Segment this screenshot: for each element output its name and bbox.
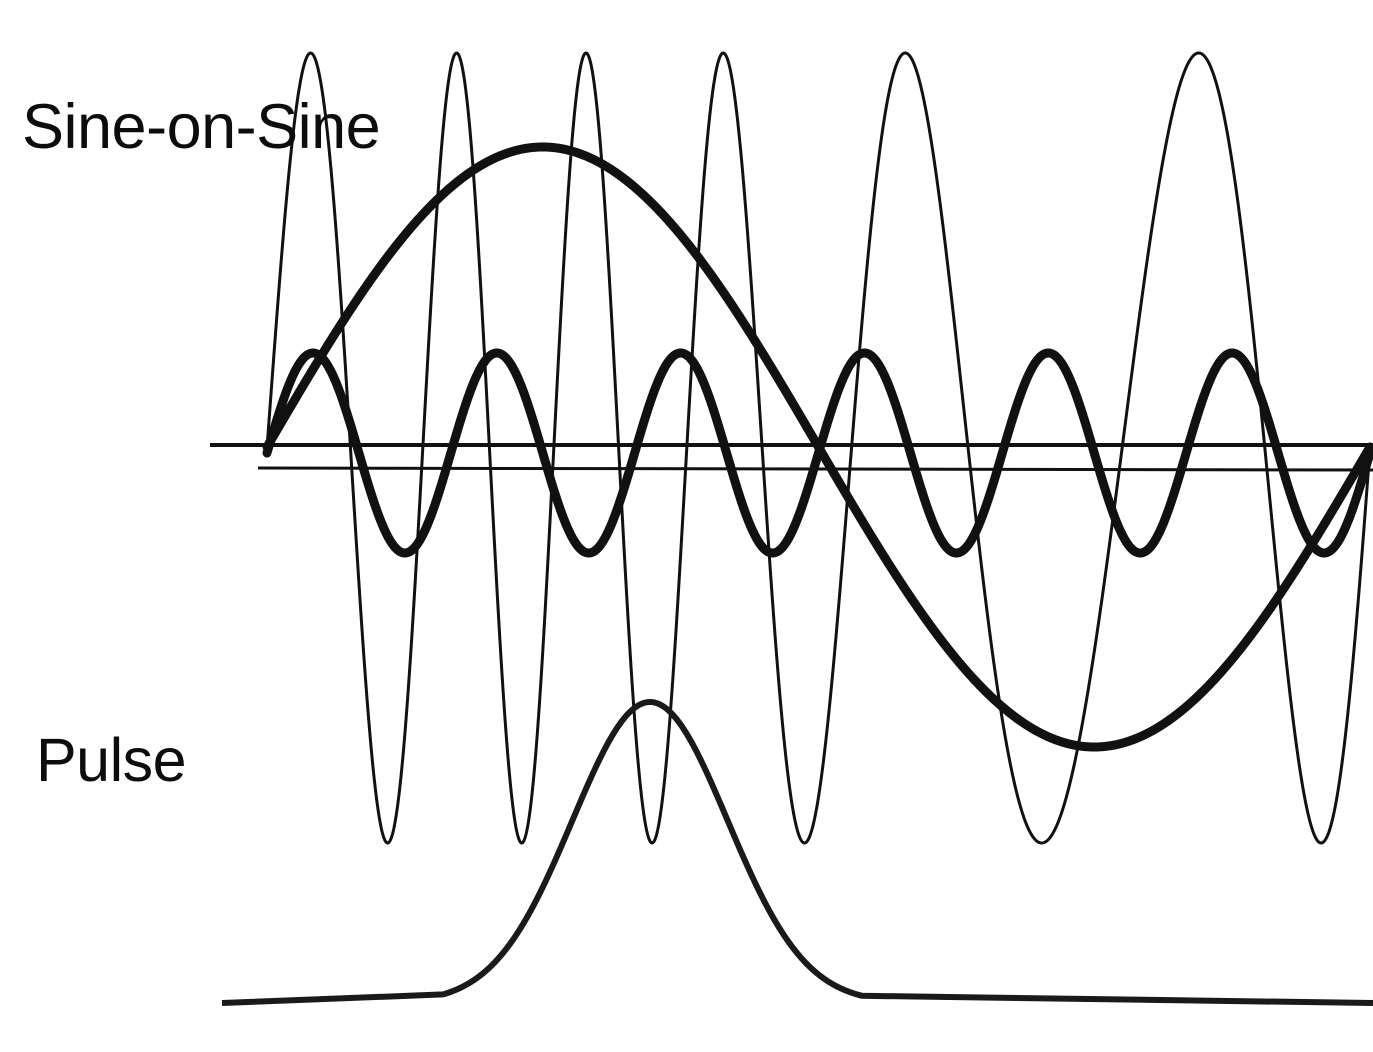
pulse-label: Pulse xyxy=(36,726,187,794)
modulating-sine-curve xyxy=(262,142,1373,752)
sine-on-sine-label: Sine-on-Sine xyxy=(22,92,381,162)
gaussian-pulse-curve xyxy=(221,699,1373,1006)
sine-on-sine-panel xyxy=(210,51,1373,845)
frequency-modulated-sine-curve xyxy=(265,51,1372,845)
pulse-panel xyxy=(221,699,1373,1006)
